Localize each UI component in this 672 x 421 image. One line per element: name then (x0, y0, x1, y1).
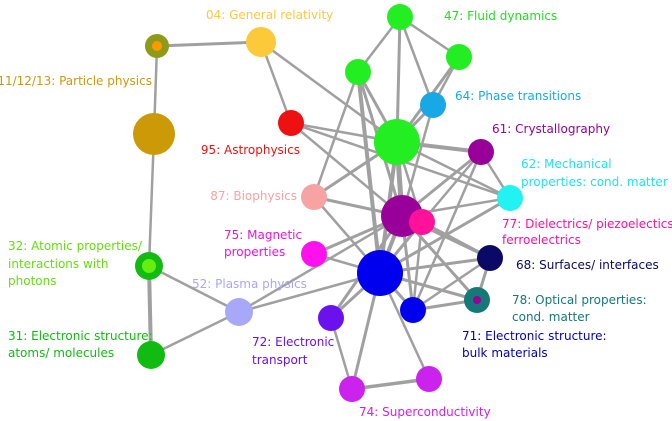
label-l78a: 78: Optical properties: (512, 293, 647, 307)
label-l78b: cond. matter (512, 310, 590, 324)
node-n64 (420, 92, 446, 118)
label-l74: 74: Superconductivity (359, 405, 491, 419)
label-l32c: photons (8, 274, 56, 288)
node-n47a (387, 4, 413, 30)
edge-n77-n71 (411, 220, 424, 312)
edge-n47c-n87 (312, 70, 360, 199)
node-n95 (278, 110, 304, 136)
edge-n68-n71 (411, 256, 492, 312)
label-l47: 47: Fluid dynamics (444, 9, 557, 23)
label-l62a: 62: Mechanical (521, 157, 612, 171)
network-labels: 04: General relativity 47: Fluid dynamics… (0, 8, 672, 419)
label-l32b: interactions with (8, 257, 108, 271)
label-l52: 52: Plasma physics (192, 277, 307, 291)
label-l75a: 75: Magnetic (224, 228, 302, 242)
edge-n32-n52 (147, 264, 241, 314)
label-l87: 87: Biophysics (210, 189, 297, 203)
label-l32a: 32: Atomic properties/ (8, 239, 143, 253)
edge-n32-n31 (147, 264, 153, 357)
label-l04: 04: General relativity (206, 8, 333, 22)
label-l77b: ferroelectrics (502, 233, 581, 247)
node-n71 (400, 297, 426, 323)
label-l31a: 31: Electronic structure: (8, 329, 153, 343)
node-n75 (301, 241, 327, 267)
label-l72a: 72: Electronic (252, 335, 334, 349)
node-n04 (246, 27, 276, 57)
label-l64: 64: Phase transitions (455, 89, 581, 103)
edge-n11main-n32 (147, 132, 156, 268)
node-n87 (301, 184, 327, 210)
node-n72 (318, 305, 344, 331)
node-n32-inner (142, 259, 156, 273)
label-l31b: atoms/ molecules (8, 346, 114, 360)
label-l11: 11/12/13: Particle physics (0, 74, 152, 88)
label-l71b: bulk materials (462, 346, 548, 360)
node-n52 (225, 298, 253, 326)
label-l61: 61: Crystallography (492, 122, 610, 136)
edge-n95-n61main (289, 121, 404, 218)
label-l75b: properties (224, 245, 285, 259)
network-nodes (133, 4, 523, 402)
node-n62 (497, 185, 523, 211)
label-l95: 95: Astrophysics (201, 143, 300, 157)
node-n47main (374, 119, 420, 165)
node-n78-inner (473, 296, 481, 304)
edge-n61-n71 (411, 150, 483, 312)
node-n68 (477, 245, 503, 271)
node-n61 (468, 139, 494, 165)
node-n11main (133, 113, 175, 155)
node-n74b (416, 366, 442, 392)
node-n31 (137, 341, 165, 369)
edge-n47c-nMain (356, 70, 382, 275)
node-n47b (446, 44, 472, 70)
label-l62b: properties: cond. matter (521, 175, 668, 189)
node-n77 (409, 209, 435, 235)
network-edges (147, 15, 512, 391)
label-l68: 68: Surfaces/ interfaces (516, 258, 659, 272)
edge-n31-n52 (149, 310, 241, 357)
label-l72b: transport (252, 353, 308, 367)
edge-n47a-n64 (398, 15, 435, 107)
label-l77a: 77: Dielectrics/ piezoelectics/ (502, 217, 672, 231)
node-n74a (339, 376, 365, 402)
node-nMain (357, 250, 403, 296)
node-n47c (345, 59, 371, 85)
node-n11-inner (152, 41, 162, 51)
edge-n11-n04 (155, 40, 263, 48)
label-l71a: 71: Electronic structure: (462, 329, 607, 343)
edge-nMain-n62 (378, 196, 512, 275)
